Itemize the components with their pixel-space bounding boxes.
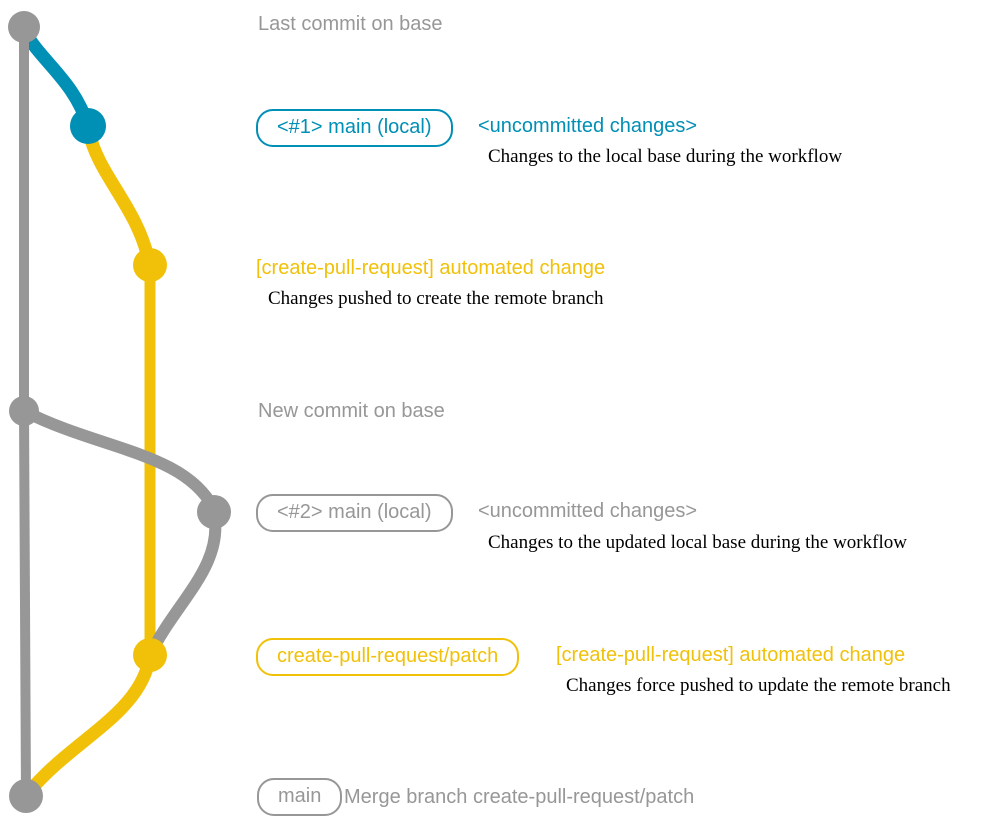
main-local2-rebase-curve [146,507,222,657]
commit-node-new-base [9,396,39,426]
patch-branch-curve-from-main1 [82,125,156,269]
commit-detail-uncommitted-2: Changes to the updated local base during… [488,532,907,553]
commit-node-main-local-1 [70,108,106,144]
branch-label-main-local-2: <#2> main (local) [256,494,453,532]
commit-message-new-base: New commit on base [258,400,445,422]
commit-message-last-base: Last commit on base [258,13,443,35]
patch-merge-curve [22,649,157,799]
commit-detail-automated-1: Changes pushed to create the remote bran… [268,288,604,309]
commit-detail-uncommitted-1: Changes to the local base during the wor… [488,146,843,167]
branch-label-patch: create-pull-request/patch [256,638,520,676]
commit-node-last-base [8,11,40,43]
branch-label-main: main [257,778,343,816]
commit-graph [8,11,231,813]
commit-node-automated-change-2 [133,638,167,672]
commit-detail-automated-2: Changes force pushed to update the remot… [566,675,951,696]
commit-node-automated-change-1 [133,248,167,282]
commit-message-uncommitted-1: <uncommitted changes> [478,115,698,137]
commit-node-main-local-2 [197,495,231,529]
commit-node-merge [9,779,43,813]
commit-message-uncommitted-2: <uncommitted changes> [478,500,698,522]
commit-message-merge: Merge branch create-pull-request/patch [344,786,695,808]
commit-message-automated-2: [create-pull-request] automated change [556,644,906,666]
main-local2-branch-curve [18,405,220,515]
commit-message-automated-1: [create-pull-request] automated change [256,257,606,279]
branch-label-main-local-1: <#1> main (local) [256,109,453,147]
